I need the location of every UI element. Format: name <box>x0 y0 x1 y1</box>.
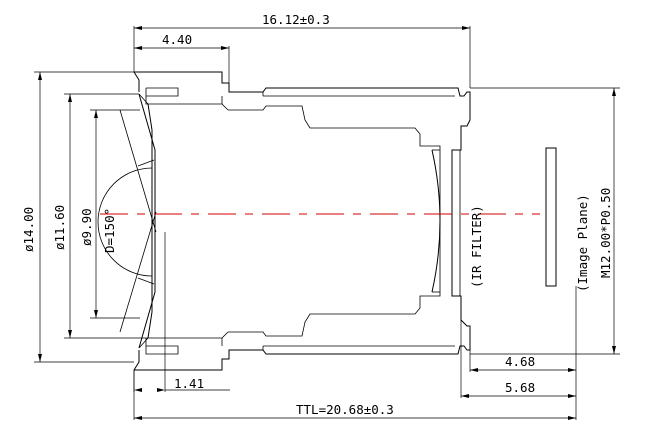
dim-flange-length <box>134 46 230 83</box>
ir-filter-label: (IR FILTER) <box>469 205 484 288</box>
dim-diameter-outer <box>34 71 134 363</box>
image-plane-distance-a-label: 4.68 <box>505 354 535 369</box>
flange-length-label: 4.40 <box>162 32 192 47</box>
ir-filter-plate <box>451 149 461 297</box>
lens-body-outline <box>133 71 471 371</box>
ttl-label: TTL=20.68±0.3 <box>296 402 394 417</box>
overall-length-label: 16.12±0.3 <box>262 12 330 27</box>
diameter-front-label: ø9.90 <box>79 208 94 246</box>
front-offset-label: 1.41 <box>174 376 204 391</box>
image-plane-distance-b-label: 5.68 <box>505 380 535 395</box>
image-plane-sensor <box>545 147 557 287</box>
dim-thread <box>470 87 620 355</box>
dim-diameter-front <box>90 109 140 319</box>
diameter-outer-label: ø14.00 <box>21 207 36 252</box>
diameter-mid-label: ø11.60 <box>52 205 67 250</box>
front-lens-group <box>97 93 157 349</box>
dim-front-offset <box>133 232 230 392</box>
rear-lens <box>431 149 441 293</box>
dim-diameter-mid <box>64 93 146 339</box>
dim-overall-length <box>133 26 471 88</box>
thread-label: M12.00*P0.50 <box>598 188 613 278</box>
image-plane-label: (Image Plane) <box>575 194 590 292</box>
dim-ttl <box>133 370 576 420</box>
dim-image-plane-a <box>469 286 577 420</box>
dim-image-plane-b <box>460 320 576 398</box>
field-of-view-label: D=150° <box>102 208 117 253</box>
